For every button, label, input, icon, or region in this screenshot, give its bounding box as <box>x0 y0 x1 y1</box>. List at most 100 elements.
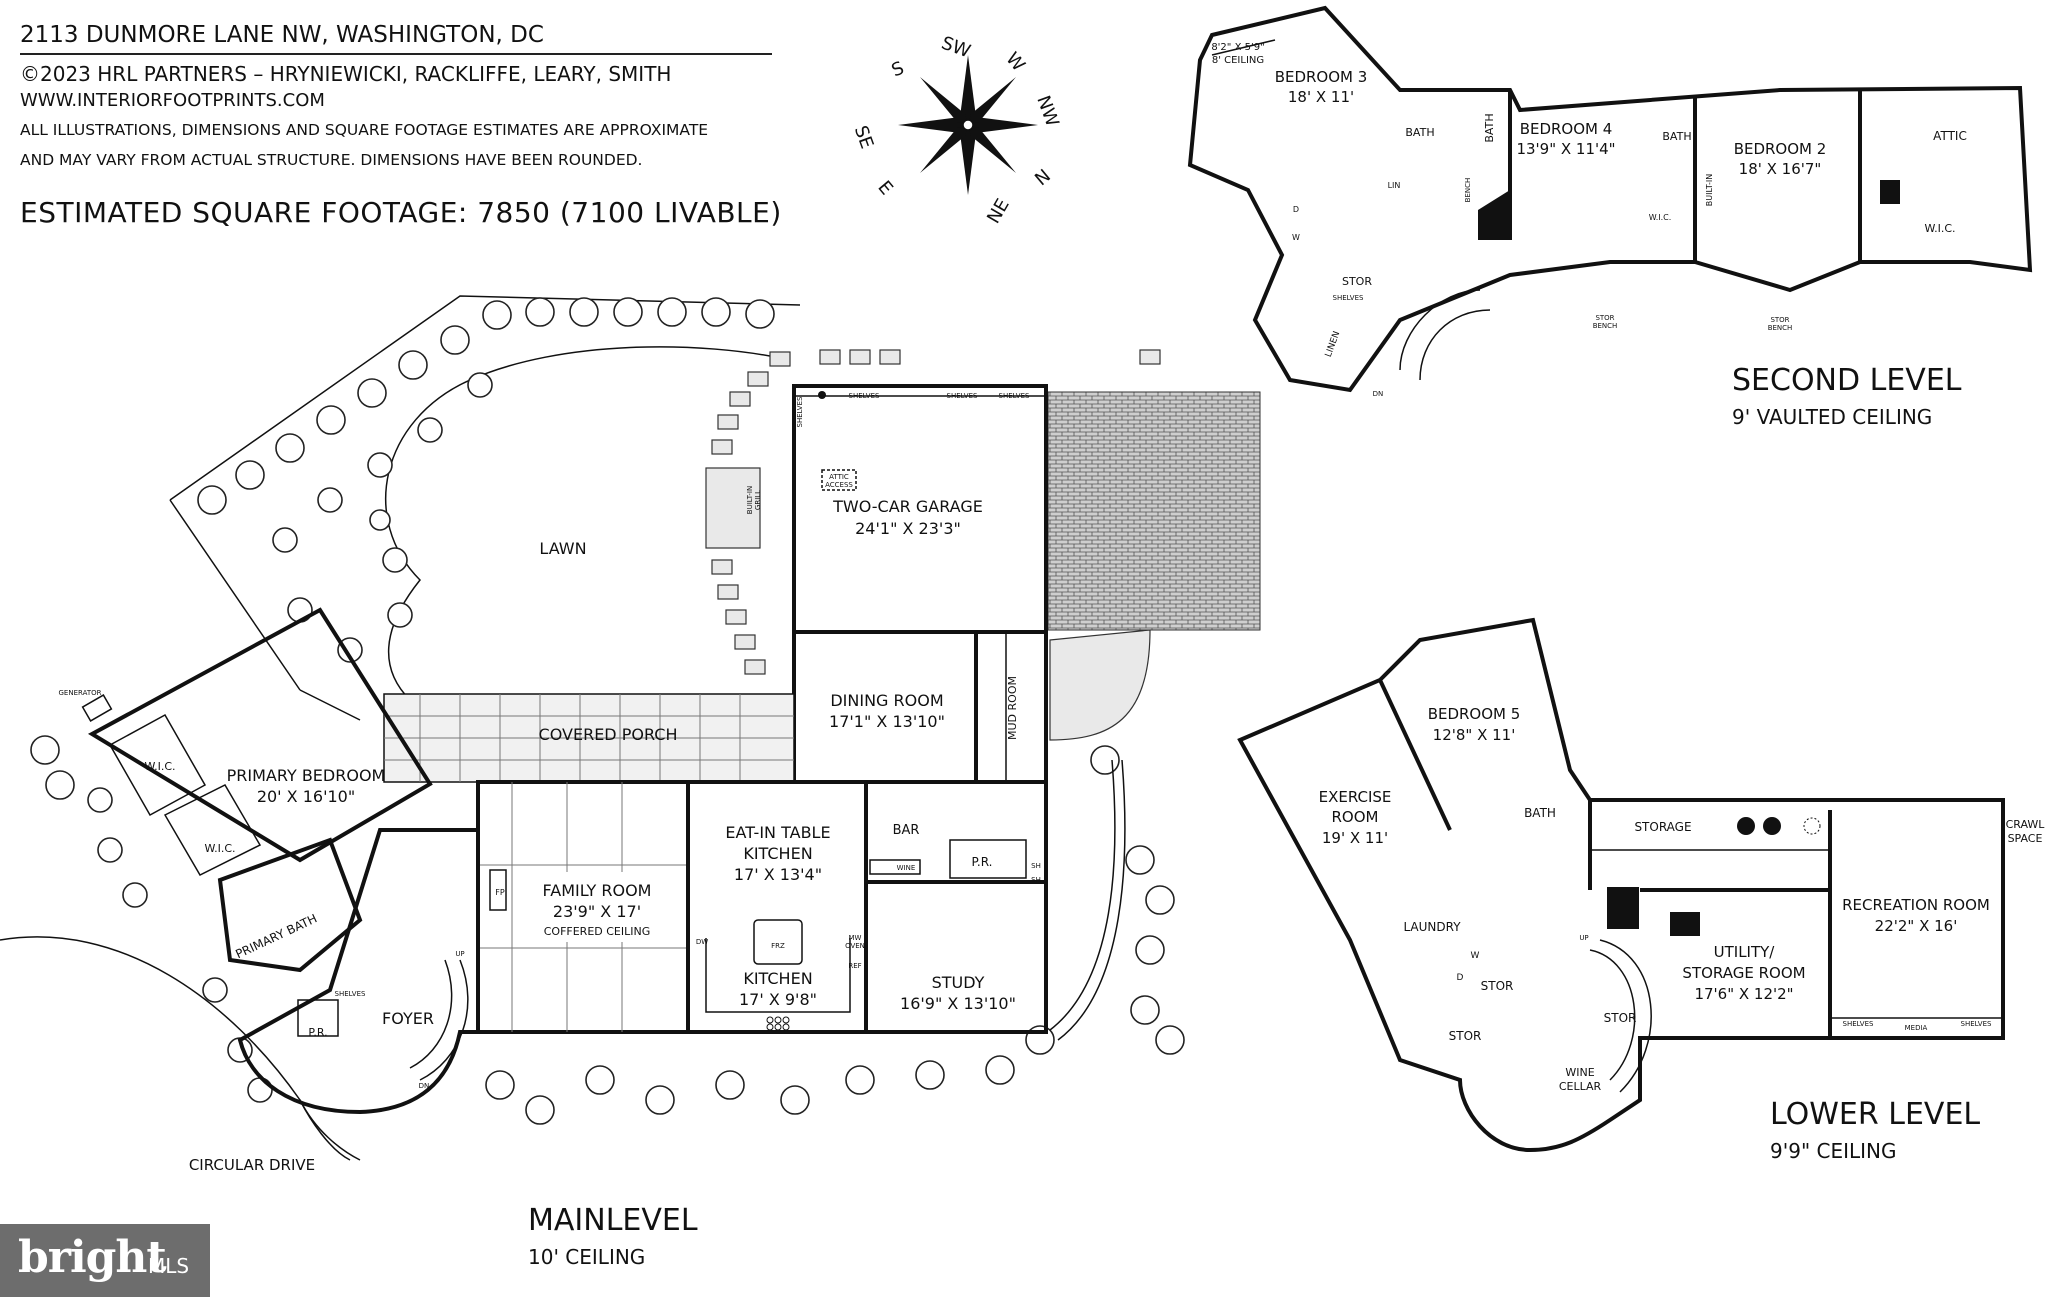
wic-2-label: W.I.C. <box>1649 213 1672 222</box>
builtin-label: BUILT-IN <box>1705 174 1714 206</box>
builtin-grill-label-1: BUILT-IN <box>746 486 754 514</box>
covered-porch-label: COVERED PORCH <box>539 725 678 744</box>
second-level-plan: 8'2" X 5'9" 8' CEILING BEDROOM 3 18' X 1… <box>1187 5 2033 429</box>
exercise-dimensions: 19' X 11' <box>1322 829 1388 847</box>
fireplace-label: FP <box>495 888 505 897</box>
foyer-room <box>237 828 480 1115</box>
garage-dimensions: 24'1" X 23'3" <box>855 519 961 538</box>
disclaimer-line-2: AND MAY VARY FROM ACTUAL STRUCTURE. DIME… <box>20 151 643 169</box>
attic-label: ATTIC <box>1933 129 1967 143</box>
eat-in-label-1: EAT-IN TABLE <box>725 823 830 842</box>
lower-stor-label-3: STOR <box>1604 1011 1637 1025</box>
main-level-ceiling: 10' CEILING <box>528 1245 645 1269</box>
garage-shelves-2: SHELVES <box>947 392 978 400</box>
sh-label-1: SH <box>1031 862 1041 870</box>
lower-stor-label-2: STOR <box>1449 1029 1482 1043</box>
lower-bath-label: BATH <box>1524 806 1556 820</box>
compass-nw: NW <box>1032 93 1062 130</box>
wic-label-2: W.I.C. <box>204 842 235 855</box>
foyer-shelves-label: SHELVES <box>335 990 366 998</box>
eat-in-label-2: KITCHEN <box>743 844 812 863</box>
powder-room-label: P.R. <box>972 855 993 869</box>
stone-path <box>711 349 1161 675</box>
garage-shelves-1: SHELVES <box>849 392 880 400</box>
lower-level-plan: BEDROOM 5 12'8" X 11' EXERCISE ROOM 19' … <box>1237 617 2046 1163</box>
bedroom-4-label: BEDROOM 4 <box>1520 120 1613 138</box>
bedroom-4-dimensions: 13'9" X 11'4" <box>1516 140 1615 158</box>
compass-w: W <box>1001 48 1029 75</box>
compass-e: E <box>873 177 896 199</box>
linen-label: LINEN <box>1324 330 1343 359</box>
foyer-label: FOYER <box>382 1009 434 1028</box>
garage-label: TWO-CAR GARAGE <box>832 497 983 516</box>
dining-dimensions: 17'1" X 13'10" <box>829 712 945 731</box>
garage-shelves-3: SHELVES <box>999 392 1030 400</box>
second-level-outline <box>1187 5 2033 393</box>
study-dimensions: 16'9" X 13'10" <box>900 994 1016 1013</box>
bedroom-2-label: BEDROOM 2 <box>1734 140 1827 158</box>
primary-bath-room <box>217 837 363 973</box>
w-label-2: W <box>1292 233 1300 242</box>
bedroom-3-label: BEDROOM 3 <box>1275 68 1368 86</box>
header-rule <box>20 53 772 55</box>
second-level-name: SECOND LEVEL <box>1732 363 1962 398</box>
d-label-2: D <box>1293 205 1299 214</box>
bench-label: BENCH <box>1464 178 1472 203</box>
oven-label: OVEN <box>845 942 865 950</box>
kitchen-label: KITCHEN <box>743 969 812 988</box>
lawn-label: LAWN <box>539 539 586 558</box>
lin-label: LIN <box>1388 181 1401 190</box>
disclaimer-line-1: ALL ILLUSTRATIONS, DIMENSIONS AND SQUARE… <box>20 121 709 139</box>
exercise-label-1: EXERCISE <box>1319 788 1392 806</box>
second-level-ceiling: 9' VAULTED CEILING <box>1732 405 1932 429</box>
address-title: 2113 DUNMORE LANE NW, WASHINGTON, DC <box>20 22 544 48</box>
bath-label-1: BATH <box>1405 126 1434 139</box>
bright-mls-logo: bright MLS <box>0 1224 210 1297</box>
kitchen-dimensions: 17' X 9'8" <box>739 990 817 1009</box>
bar-label: BAR <box>893 823 920 838</box>
compass-rose: S SW W NW N NE E SE <box>850 33 1063 228</box>
mls-logo-word: MLS <box>148 1254 190 1278</box>
media-label: MEDIA <box>1905 1024 1928 1032</box>
frz-label: FRZ <box>771 942 785 950</box>
primary-bedroom-room <box>87 607 433 863</box>
garage-shelves-side: SHELVES <box>796 396 804 427</box>
shelves-label-2: SHELVES <box>1333 294 1364 302</box>
lower-stair-up-label: UP <box>1579 934 1588 942</box>
driveway <box>1047 391 1261 631</box>
bedroom-2-dimensions: 18' X 16'7" <box>1739 160 1822 178</box>
utility-dimensions: 17'6" X 12'2" <box>1694 985 1793 1003</box>
website-line: WWW.INTERIORFOOTPRINTS.COM <box>20 90 325 111</box>
family-room-dimensions: 23'9" X 17' <box>553 902 641 921</box>
sh-label-2: SH <box>1031 876 1041 884</box>
utility-label-2: STORAGE ROOM <box>1682 964 1805 982</box>
mw-label: MW <box>849 934 862 942</box>
bedroom-3-dimensions: 18' X 11' <box>1288 88 1354 106</box>
square-footage: ESTIMATED SQUARE FOOTAGE: 7850 (7100 LIV… <box>20 196 782 229</box>
stair-up-label: UP <box>455 950 464 958</box>
eat-in-dimensions: 17' X 13'4" <box>734 865 822 884</box>
stor-bench-2b: BENCH <box>1768 324 1793 332</box>
bath-label-2: BATH <box>1483 113 1496 142</box>
crawl-space-label-2: SPACE <box>2008 832 2043 845</box>
exercise-label-2: ROOM <box>1332 808 1379 826</box>
mud-room-label: MUD ROOM <box>1006 676 1019 740</box>
storage-label: STORAGE <box>1634 820 1691 834</box>
bedroom-5-dimensions: 12'8" X 11' <box>1433 726 1516 744</box>
compass-s: S <box>889 58 907 82</box>
lower-shelves-label-2: SHELVES <box>1961 1020 1992 1028</box>
circular-drive-label: CIRCULAR DRIVE <box>189 1156 315 1174</box>
stair-dn-label: DN <box>419 1082 430 1090</box>
attic-access-label-1: ATTIC <box>829 473 849 481</box>
stair-dn-label-2: DN <box>1373 390 1384 398</box>
bright-logo-word: bright <box>18 1232 167 1283</box>
bed3-note-1: 8'2" X 5'9" <box>1211 42 1264 53</box>
crawl-space-label-1: CRAWL <box>2006 818 2046 831</box>
stor-bench-2a: STOR <box>1770 316 1789 324</box>
lower-level-ceiling: 9'9" CEILING <box>1770 1139 1897 1163</box>
attic-access-label-2: ACCESS <box>825 481 853 489</box>
wine-label: WINE <box>897 864 916 872</box>
recreation-room-dimensions: 22'2" X 16' <box>1875 917 1958 935</box>
generator-label: GENERATOR <box>59 689 102 697</box>
